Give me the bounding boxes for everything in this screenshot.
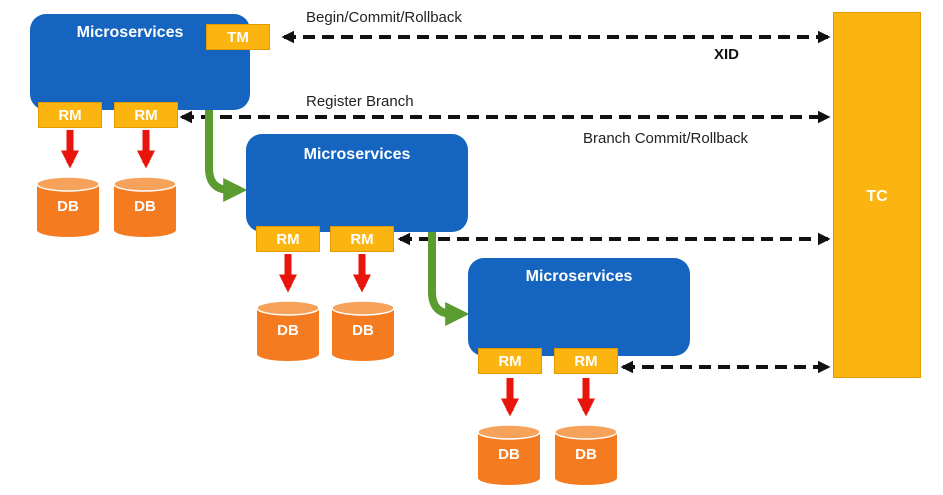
database-cylinder: DB <box>113 176 177 238</box>
microservice-title: Microservices <box>525 268 633 285</box>
database-icon <box>554 424 618 485</box>
database-icon <box>256 300 320 361</box>
db-label: DB <box>352 322 374 339</box>
rm-tag: RM <box>330 226 394 252</box>
register-branch-label: Register Branch <box>306 93 414 110</box>
db-label: DB <box>575 446 597 463</box>
database-icon <box>113 176 177 237</box>
call-arrow-2 <box>428 226 470 326</box>
xid-label: XID <box>714 46 740 63</box>
begin-commit-rollback-label: Begin/Commit/Rollback <box>306 9 462 26</box>
database-cylinder: DB <box>331 300 395 362</box>
tc-box: TC <box>833 12 921 378</box>
rm-tag: RM <box>554 348 618 374</box>
database-cylinder: DB <box>477 424 541 486</box>
database-icon <box>477 424 541 485</box>
db-label: DB <box>57 198 79 215</box>
db-label: DB <box>277 322 299 339</box>
database-cylinder: DB <box>36 176 100 238</box>
tc-label: TC <box>866 188 888 205</box>
branch-commit-rollback-label: Branch Commit/Rollback <box>583 130 749 147</box>
call-arrow-1 <box>205 102 248 202</box>
rm-tag: RM <box>256 226 320 252</box>
microservice-title: Microservices <box>76 24 184 41</box>
microservice-title: Microservices <box>303 146 411 163</box>
rm-tag: RM <box>114 102 178 128</box>
rm-tag: RM <box>478 348 542 374</box>
database-icon <box>36 176 100 237</box>
tm-tag: TM <box>206 24 270 50</box>
database-icon <box>331 300 395 361</box>
db-label: DB <box>134 198 156 215</box>
microservice-2: Microservices <box>246 134 468 232</box>
database-cylinder: DB <box>256 300 320 362</box>
rm-tag: RM <box>38 102 102 128</box>
db-label: DB <box>498 446 520 463</box>
microservice-3: Microservices <box>468 258 690 356</box>
database-cylinder: DB <box>554 424 618 486</box>
